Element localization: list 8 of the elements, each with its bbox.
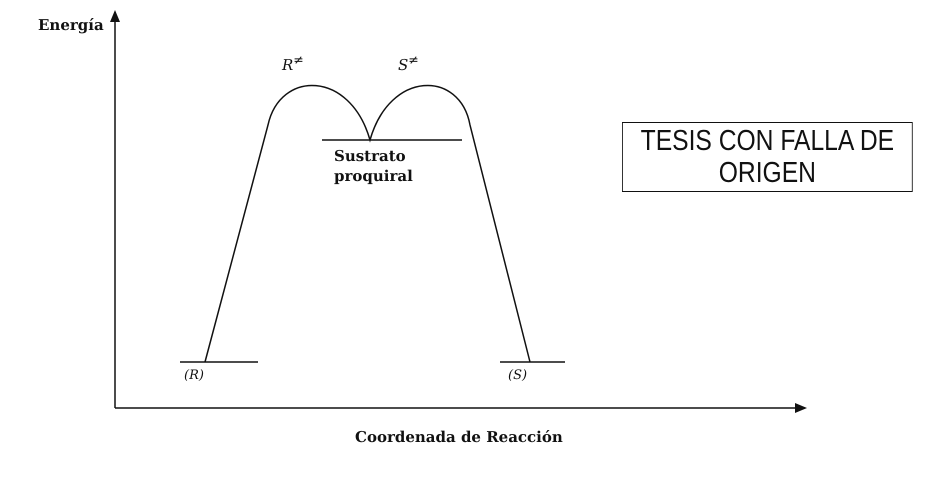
transition-state-label: R$^{≠}$	[282, 52, 304, 74]
product-label: (R)	[184, 368, 204, 383]
transition-state-label: S$^{≠}$	[398, 52, 419, 74]
stamp-text: TESIS CON FALLA DE ORIGEN	[622, 122, 913, 192]
substrate-label: Sustrato proquiral	[334, 146, 414, 186]
axis-label: Coordenada de Reacción	[355, 428, 563, 446]
product-label: (S)	[508, 368, 528, 383]
axis-label: Energía	[38, 16, 104, 34]
